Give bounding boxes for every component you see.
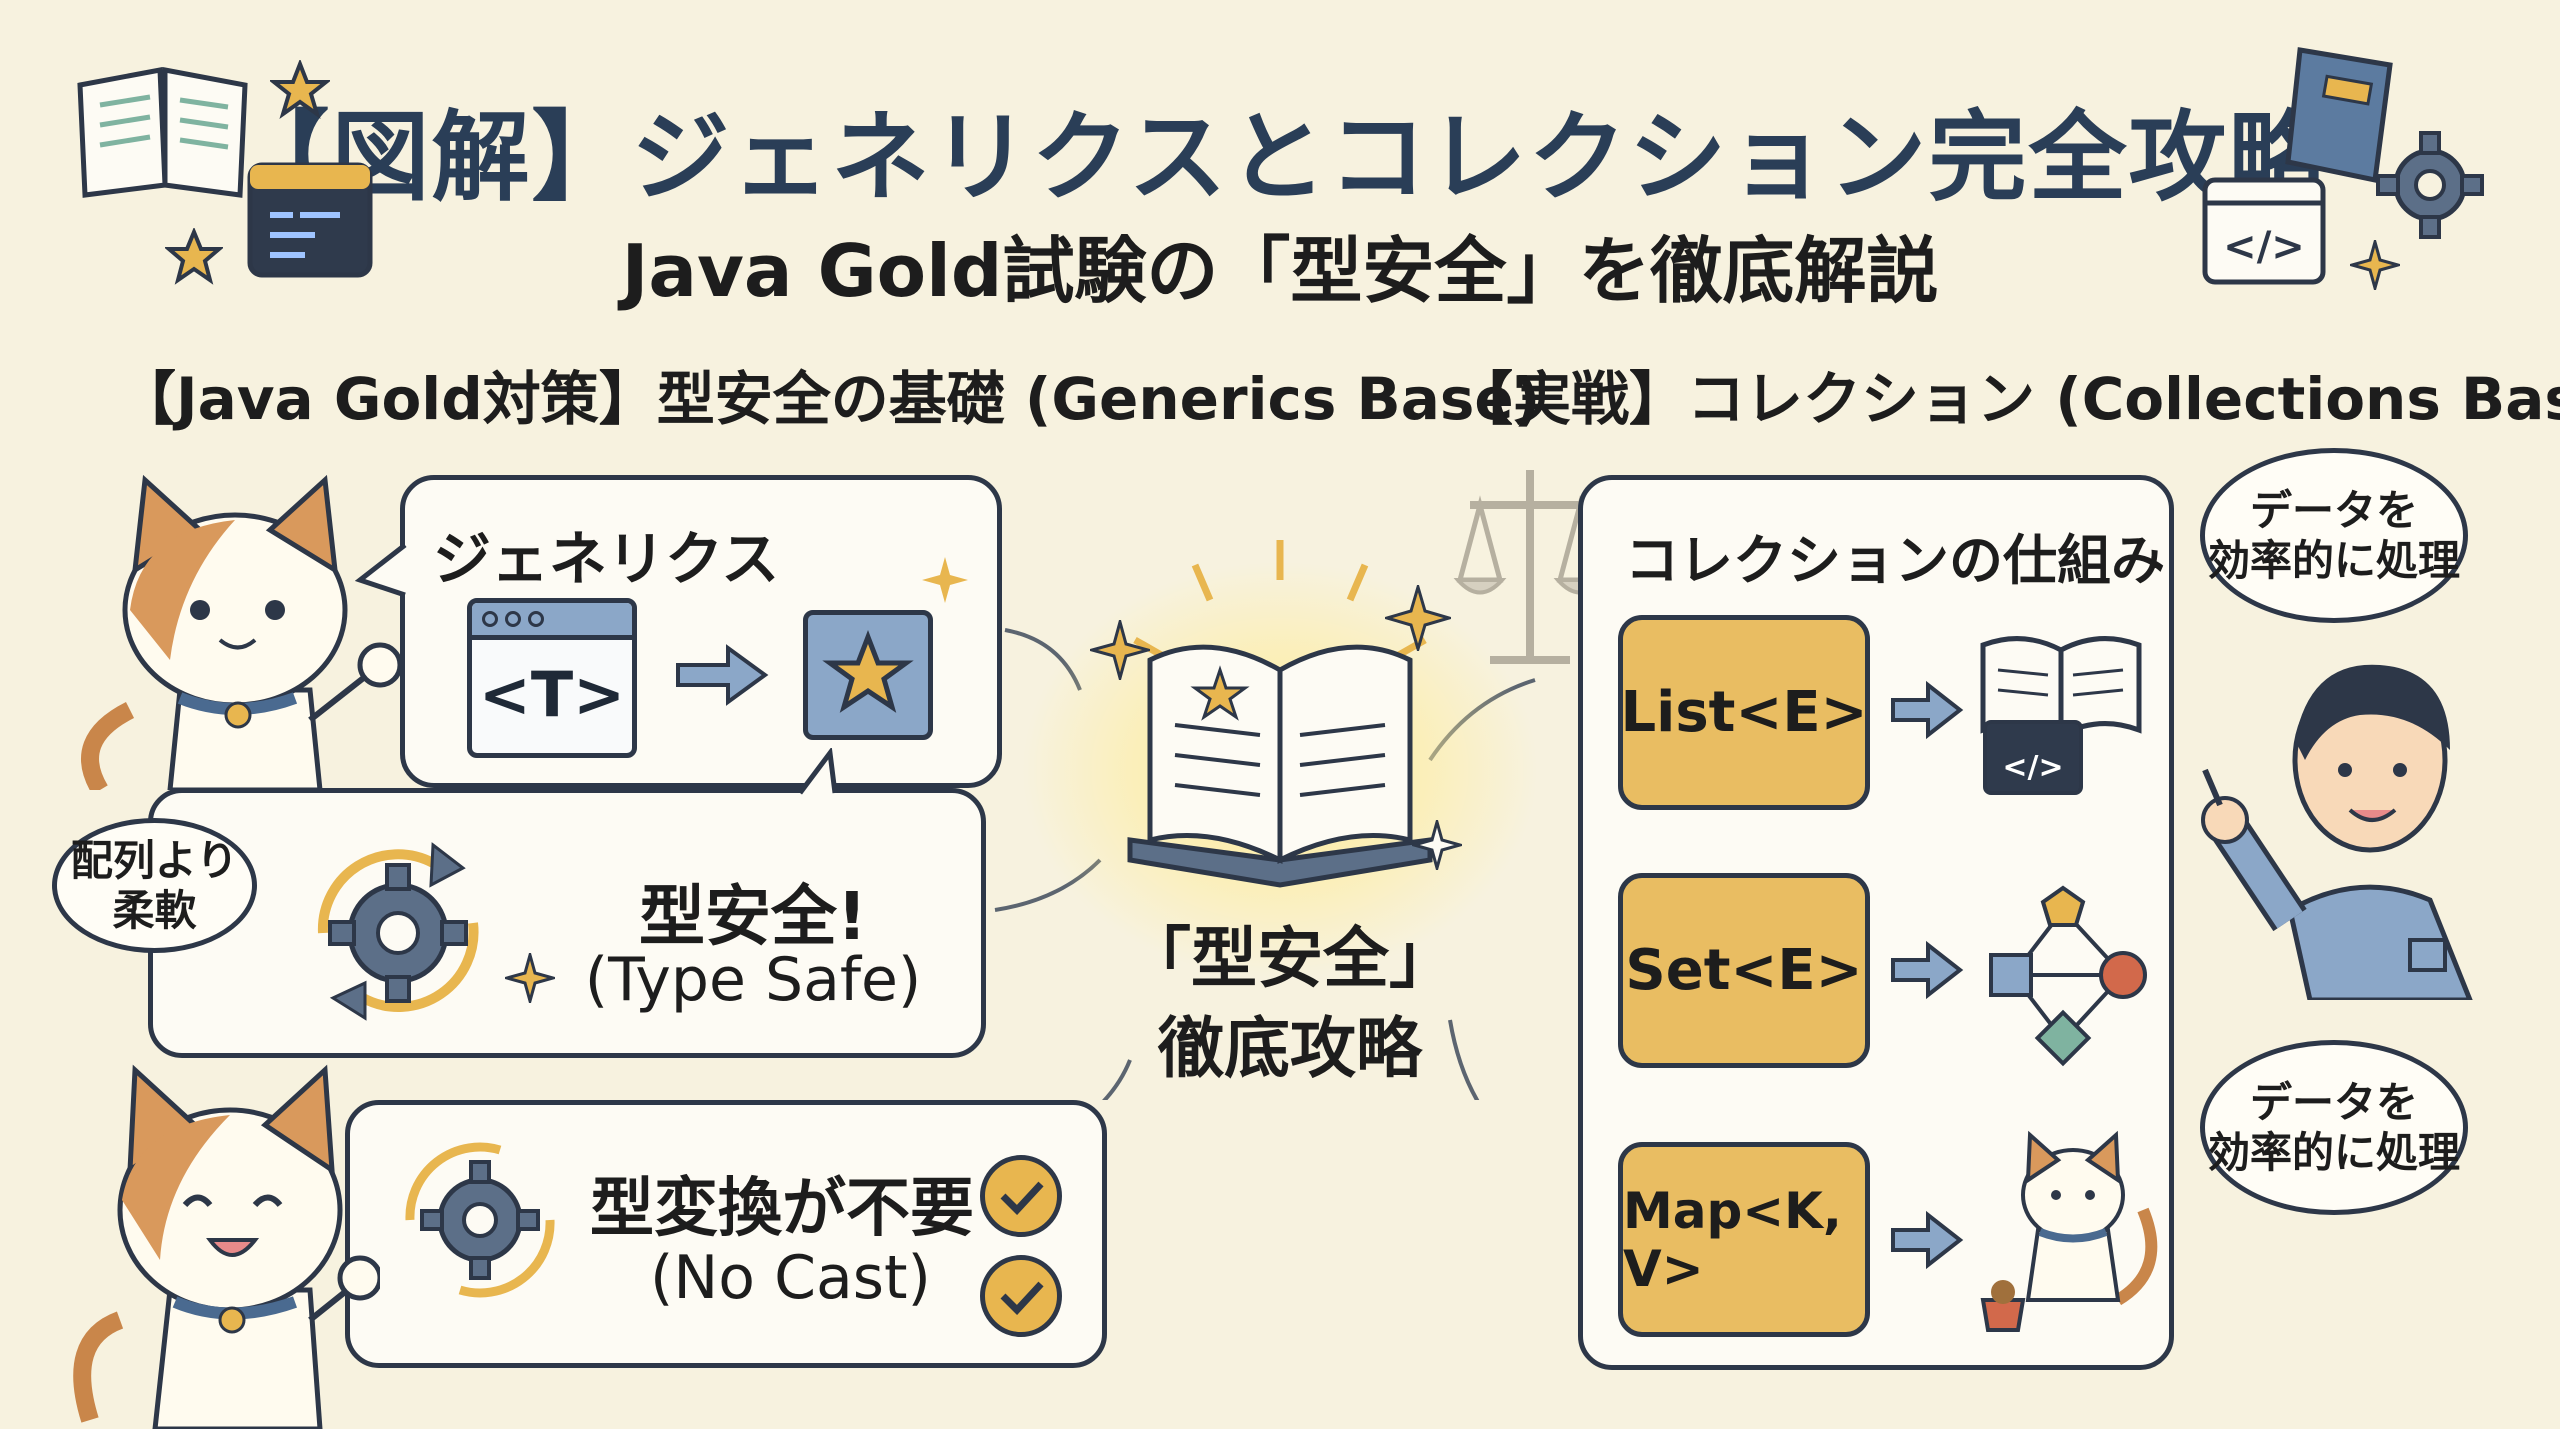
- star-icon: [165, 228, 223, 285]
- cat-illustration: [73, 1064, 380, 1429]
- type-safe-panel: 型安全! (Type Safe): [148, 788, 986, 1058]
- sparkle-icon: [2350, 240, 2400, 290]
- gear-cycle-icon: [405, 1142, 555, 1298]
- arrow-icon: [1891, 940, 1964, 1000]
- star-icon: [822, 630, 914, 713]
- safe-type-box: [803, 610, 933, 740]
- check-icon: [980, 1255, 1062, 1337]
- svg-text:</>: </>: [2223, 224, 2305, 270]
- person-speech-bubble-top: データを効率的に処理: [2200, 448, 2468, 623]
- no-cast-en-label: (No Cast): [650, 1243, 931, 1313]
- center-label-line1: 「型安全」: [1125, 920, 1455, 997]
- book-icon: [1980, 636, 2142, 740]
- book-icon: [77, 66, 248, 198]
- code-window-icon: [247, 162, 373, 278]
- speech-tail: [798, 748, 838, 795]
- type-param-label: <T>: [478, 658, 626, 731]
- sparkle-icon: [922, 557, 968, 603]
- sparkle-icon: [1412, 820, 1462, 870]
- type-safe-label: 型安全!: [638, 878, 868, 955]
- type-parameter-box: <T>: [467, 598, 637, 758]
- collections-panel: コレクションの仕組み List<E> Set<E> Map<K, V> </>: [1578, 475, 2174, 1370]
- cat-illustration: [81, 474, 400, 790]
- book-icon: [2285, 47, 2393, 183]
- code-window-icon: </>: [1983, 720, 2083, 795]
- type-safe-en-label: (Type Safe): [584, 945, 922, 1015]
- network-icon: [1989, 885, 2147, 1067]
- sparkle-icon: [505, 953, 555, 1003]
- center-label-line2: 徹底攻略: [1158, 1010, 1422, 1087]
- arrow-icon: [676, 644, 769, 706]
- person-speech-bubble-bottom: データを効率的に処理: [2200, 1040, 2468, 1215]
- page-title: 【図解】ジェネリクスとコレクション完全攻略: [231, 101, 2329, 215]
- section-heading-generics: 【Java Gold対策】型安全の基礎 (Generics Base): [118, 365, 1541, 433]
- code-window-icon: </>: [2202, 177, 2326, 285]
- arrow-icon: [1891, 680, 1964, 740]
- arrow-icon: [1891, 1210, 1964, 1270]
- generics-panel: ジェネリクス <T>: [400, 475, 1002, 788]
- check-icon: [980, 1155, 1062, 1237]
- speech-tail: [355, 543, 407, 598]
- set-box: Set<E>: [1618, 873, 1870, 1068]
- food-bowl-icon: [1980, 1130, 2158, 1332]
- map-box: Map<K, V>: [1618, 1142, 1870, 1337]
- collections-panel-title: コレクションの仕組み: [1625, 529, 2165, 592]
- star-icon: [270, 60, 330, 119]
- gear-cycle-icon: [317, 842, 479, 1021]
- book-icon: [1127, 540, 1433, 888]
- gear-icon: [2376, 131, 2484, 239]
- sparkle-icon: [1385, 585, 1451, 651]
- sparkle-icon: [1090, 620, 1150, 680]
- section-heading-collections: 【実戦】コレクション (Collections Base): [1455, 365, 2560, 433]
- generics-title: ジェネリクス: [433, 525, 780, 593]
- list-box: List<E>: [1618, 615, 1870, 810]
- cat-speech-bubble: 配列より柔軟: [52, 818, 257, 953]
- no-cast-label: 型変換が不要: [590, 1172, 974, 1246]
- page-subtitle: Java Gold試験の「型安全」を徹底解説: [621, 229, 1939, 313]
- person-illustration: [2201, 664, 2473, 1000]
